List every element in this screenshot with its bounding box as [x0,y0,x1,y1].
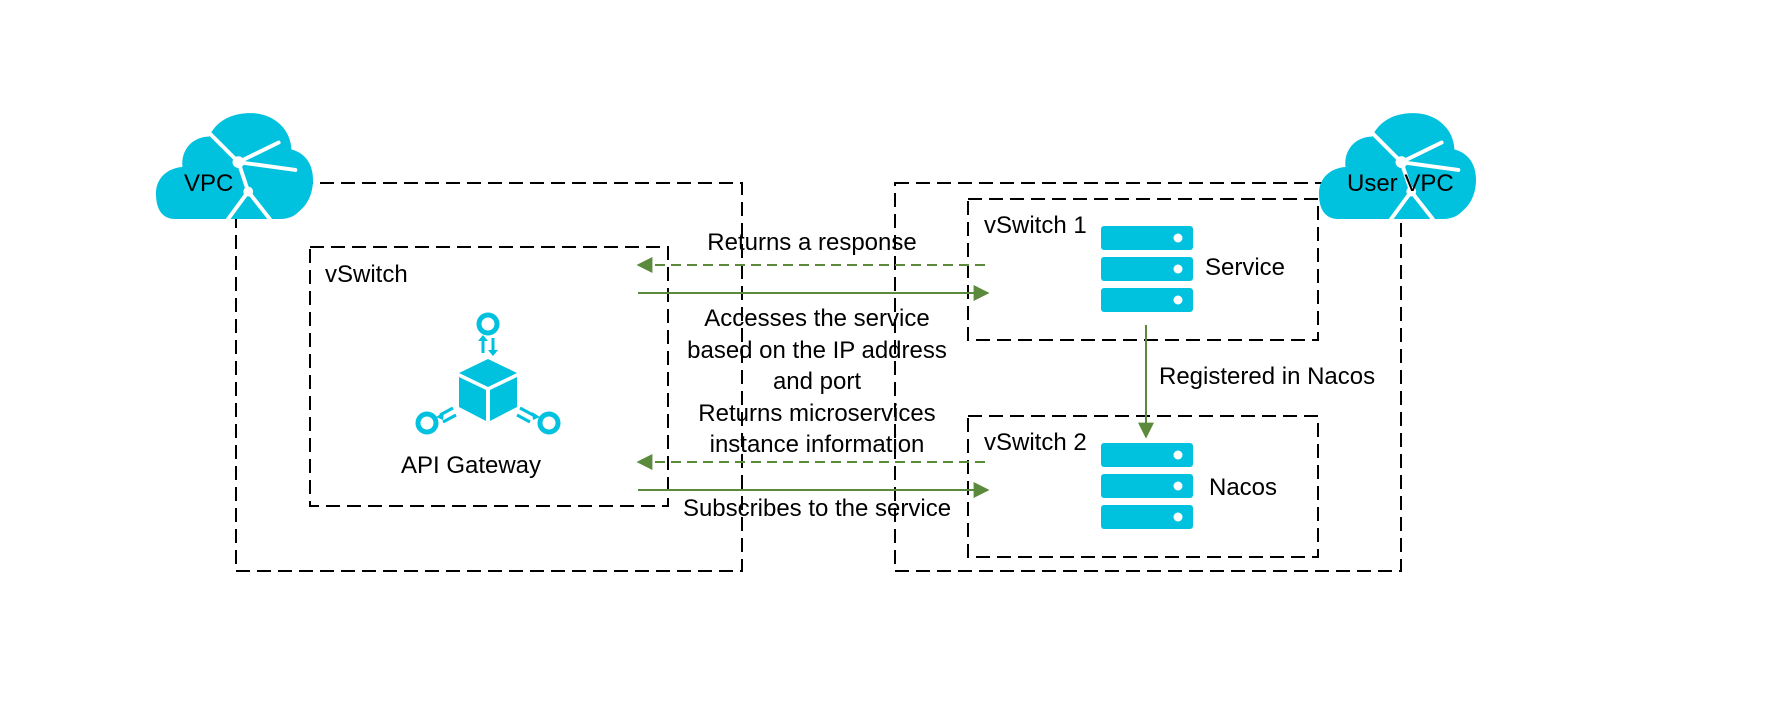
returns-instance-label-line1: Returns microservices [698,400,935,427]
service-label: Service [1205,254,1285,281]
left-vpc-boundary [235,182,743,572]
left-cloud-network-icon [156,113,313,223]
left-vswitch-box [309,246,669,507]
vswitch-2-box [967,415,1319,558]
right-cloud-network-icon [1319,113,1476,223]
subscribe-label: Subscribes to the service [683,495,951,522]
access-service-label-line2: based on the IP address [687,337,947,364]
api-gateway-label: API Gateway [401,452,541,479]
nacos-label: Nacos [1209,474,1277,501]
registered-label: Registered in Nacos [1159,363,1375,390]
vswitch-1-box [967,198,1319,341]
service-server-icon [1101,226,1193,312]
left-vpc-label: VPC [184,170,233,197]
left-vswitch-label: vSwitch [325,261,408,288]
access-service-label-line1: Accesses the service [704,305,929,332]
right-vpc-boundary [894,182,1402,572]
access-service-label-line3: and port [773,368,861,395]
returns-response-label: Returns a response [707,229,916,256]
right-vpc-label: User VPC [1347,170,1454,197]
api-gateway-icon [418,315,558,432]
vswitch-2-label: vSwitch 2 [984,429,1087,456]
vswitch-1-label: vSwitch 1 [984,212,1087,239]
returns-instance-label-line2: instance information [710,431,925,458]
nacos-server-icon [1101,443,1193,529]
